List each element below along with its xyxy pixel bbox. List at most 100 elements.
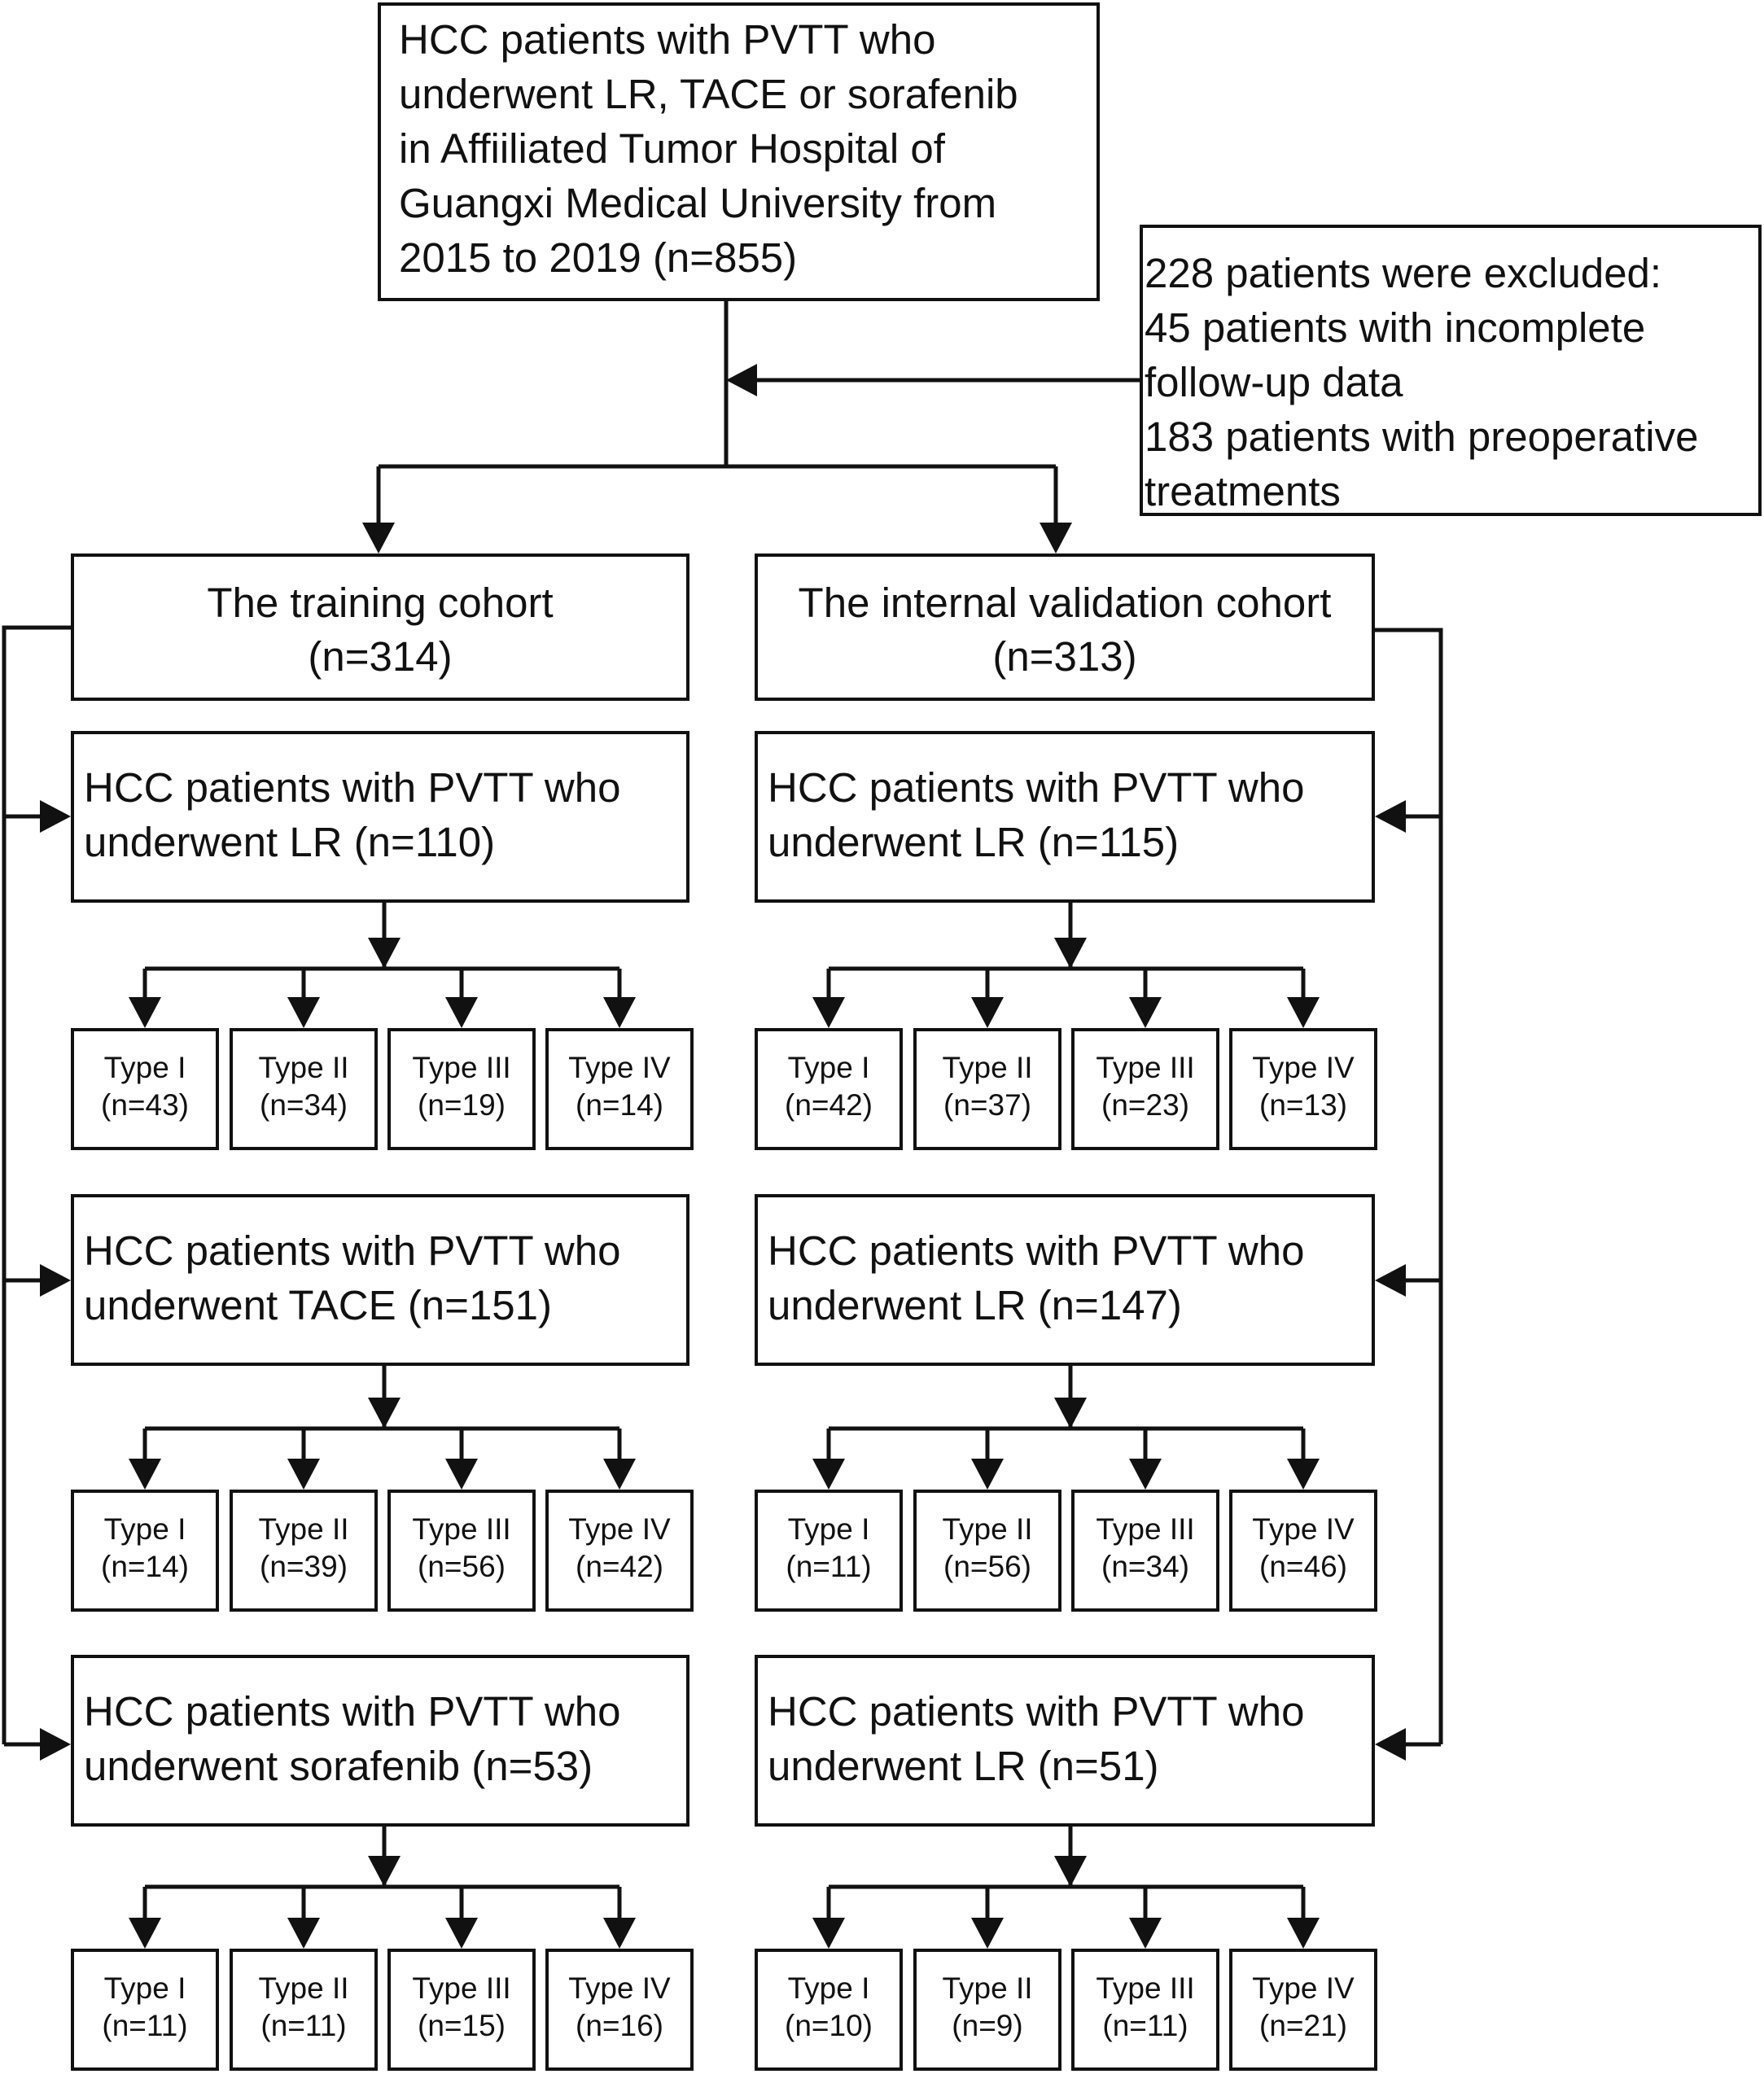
arrowhead — [129, 1918, 161, 1949]
type-count: (n=34) — [260, 1088, 348, 1122]
treatment-line: underwent sorafenib (n=53) — [84, 1743, 593, 1789]
type-count: (n=56) — [943, 1550, 1031, 1583]
arrowhead — [603, 997, 636, 1028]
type-box: Type IV(n=14) — [545, 1028, 694, 1150]
arrowhead — [1287, 997, 1320, 1028]
type-count: (n=42) — [576, 1550, 663, 1583]
arrowhead — [287, 1918, 320, 1949]
type-label: Type III — [1096, 1051, 1195, 1084]
source-line-5: 2015 to 2019 (n=855) — [399, 234, 798, 281]
type-box: Type IV(n=42) — [545, 1490, 694, 1612]
type-count: (n=14) — [101, 1550, 189, 1583]
source-line-4: Guangxi Medical University from — [399, 180, 997, 226]
arrowhead — [726, 364, 757, 396]
arrowhead — [1375, 1728, 1406, 1761]
arrowhead — [40, 1264, 71, 1297]
type-box: Type I (n=43) — [71, 1028, 219, 1150]
type-label: Type I — [787, 1512, 870, 1546]
type-label: Type IV — [1252, 1512, 1355, 1546]
type-box: Type I (n=11) — [71, 1949, 219, 2071]
arrowhead — [1129, 1918, 1162, 1949]
type-count: (n=16) — [576, 2009, 663, 2042]
exclusion-line-4: 183 patients with preoperative — [1145, 413, 1699, 460]
type-label: Type I — [787, 1051, 870, 1084]
type-box: Type II(n=56) — [913, 1490, 1061, 1612]
arrowhead — [1375, 800, 1406, 833]
source-line-2: underwent LR, TACE or sorafenib — [399, 71, 1018, 117]
type-label: Type IV — [568, 1971, 671, 2005]
exclusion-line-5: treatments — [1145, 468, 1341, 514]
exclusion-box: 228 patients were excluded: 45 patients … — [1140, 225, 1762, 516]
source-population-box: HCC patients with PVTT who underwent LR,… — [378, 2, 1100, 301]
type-label: Type II — [942, 1971, 1033, 2005]
type-count: (n=42) — [785, 1088, 873, 1122]
type-label: Type III — [1096, 1971, 1195, 2005]
type-label: Type III — [412, 1971, 511, 2005]
arrowhead — [287, 1459, 320, 1490]
arrowhead — [1040, 523, 1072, 554]
type-count: (n=11) — [786, 1550, 872, 1583]
exclusion-line-1: 228 patients were excluded: — [1145, 250, 1662, 296]
type-box: Type IV(n=46) — [1229, 1490, 1377, 1612]
type-count: (n=9) — [952, 2009, 1023, 2042]
connector — [2, 625, 71, 1744]
connector — [1375, 628, 1443, 1744]
type-count: (n=10) — [785, 2009, 873, 2042]
type-box: Type I (n=14) — [71, 1490, 219, 1612]
type-label: Type II — [258, 1971, 349, 2005]
type-box: Type I (n=10) — [755, 1949, 903, 2071]
type-label: Type I — [103, 1051, 186, 1084]
validation-cohort-box: The internal validation cohort (n=313) — [755, 554, 1375, 701]
type-box: Type II(n=39) — [230, 1490, 378, 1612]
type-box: Type IV (n=16) — [545, 1949, 694, 2071]
treatment-line: underwent LR (n=115) — [768, 819, 1180, 865]
type-count: (n=37) — [943, 1088, 1031, 1122]
type-count: (n=11) — [102, 2009, 188, 2042]
type-label: Type II — [942, 1051, 1033, 1084]
type-box: Type IV(n=13) — [1229, 1028, 1377, 1150]
arrowhead — [368, 1398, 401, 1429]
arrowhead — [1054, 938, 1087, 969]
type-count: (n=19) — [418, 1088, 506, 1122]
arrowhead — [129, 997, 161, 1028]
arrowhead — [812, 1918, 845, 1949]
type-label: Type II — [258, 1051, 349, 1084]
arrowhead — [368, 938, 401, 969]
arrowhead — [1054, 1856, 1087, 1887]
type-box: Type III(n=15) — [387, 1949, 536, 2071]
type-count: (n=43) — [101, 1088, 189, 1122]
treatment-line: HCC patients with PVTT who — [84, 1688, 621, 1735]
treatment-line: underwent TACE (n=151) — [84, 1282, 553, 1328]
type-count: (n=21) — [1259, 2009, 1347, 2042]
arrowhead — [812, 997, 845, 1028]
arrowhead — [40, 1728, 71, 1761]
training-cohort-title: The training cohort — [207, 580, 554, 626]
arrowhead — [971, 1918, 1004, 1949]
training-cohort-box: The training cohort (n=314) — [71, 554, 689, 701]
type-label: Type I — [787, 1971, 870, 2005]
training-cohort-count: (n=314) — [308, 633, 453, 680]
arrowhead — [362, 523, 395, 554]
arrowhead — [40, 800, 71, 833]
type-label: Type IV — [1252, 1051, 1355, 1084]
arrowhead — [1054, 1398, 1087, 1429]
type-count: (n=11) — [260, 2009, 347, 2042]
treatment-line: HCC patients with PVTT who — [768, 1227, 1305, 1274]
arrowhead — [445, 1918, 478, 1949]
type-label: Type III — [1096, 1512, 1195, 1546]
exclusion-line-3: follow-up data — [1145, 359, 1403, 405]
type-box: Type III(n=23) — [1071, 1028, 1219, 1150]
type-label: Type IV — [1252, 1971, 1355, 2005]
arrowhead — [971, 997, 1004, 1028]
type-label: Type I — [103, 1971, 186, 2005]
arrowhead — [368, 1856, 401, 1887]
arrowhead — [287, 997, 320, 1028]
source-line-1: HCC patients with PVTT who — [399, 16, 936, 63]
type-box: Type III(n=11) — [1071, 1949, 1219, 2071]
type-label: Type I — [103, 1512, 186, 1546]
validation-cohort-title: The internal validation cohort — [798, 580, 1332, 626]
